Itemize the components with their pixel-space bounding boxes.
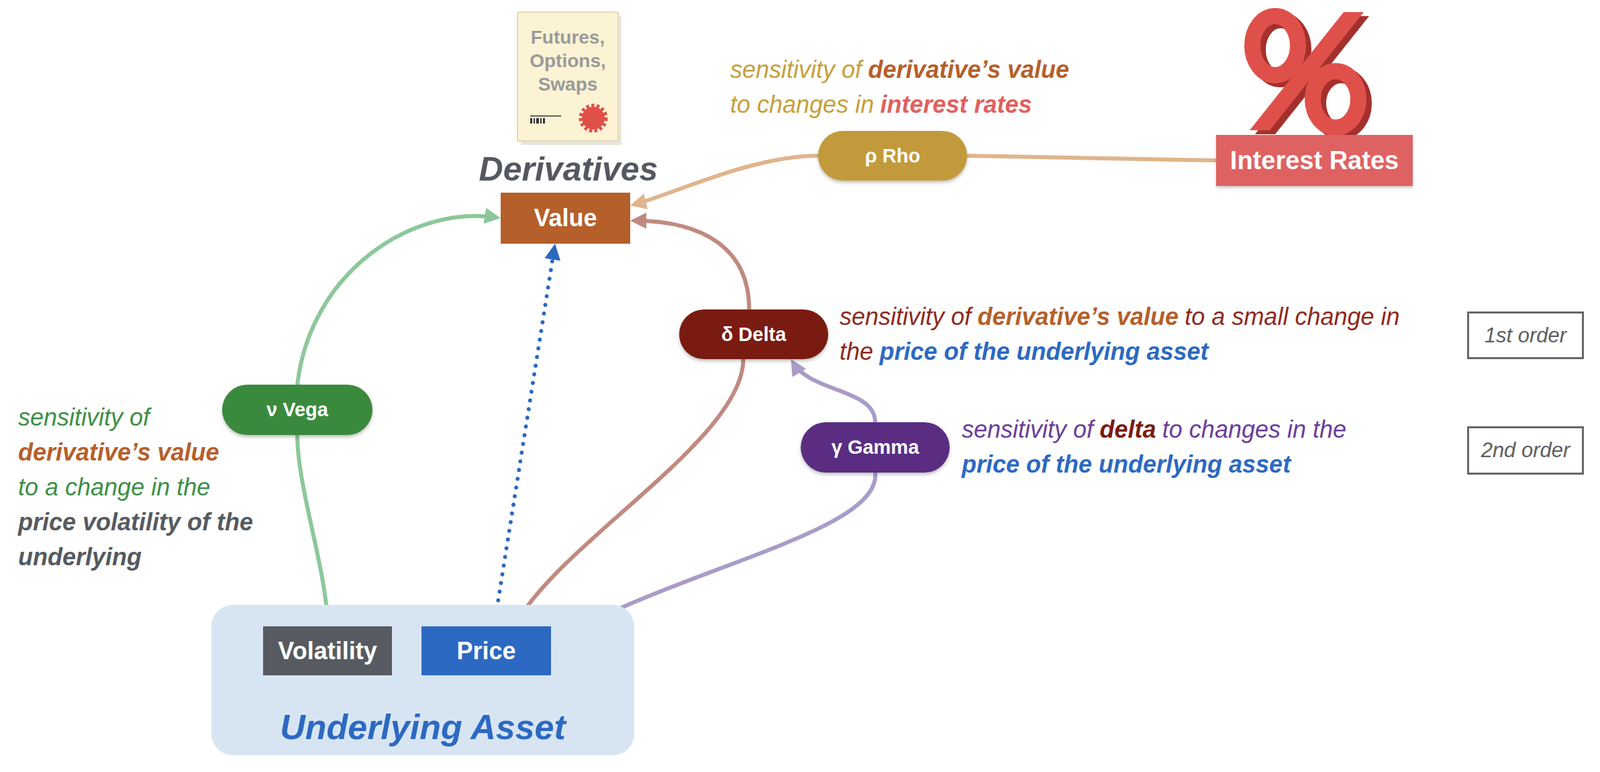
description-text: sensitivity of [961,415,1094,443]
barcode-bar [530,118,533,124]
description-block: sensitivity ofderivative’s valueto chang… [730,52,1200,123]
percent-icon [1249,12,1364,131]
barcode-bar [533,118,535,124]
description-text: to changes in the [1162,415,1347,443]
pill-label: ρ Rho [865,144,921,168]
order-label: 1st order [1484,323,1567,348]
description-emphasis: price of the underlying asset [961,450,1291,478]
description-text: sensitivity of [730,55,862,84]
document-text: Futures, Options, Swaps [517,25,619,96]
volatility-box: Volatility [263,626,392,676]
percent-ring [1312,71,1359,128]
description-line: sensitivity ofdeltato changes in the [961,412,1462,447]
description-line: sensitivity of [18,400,287,435]
diagram-heading: Derivatives [479,150,659,188]
interest-rates-box: Interest Rates [1216,134,1413,186]
order-tag: 2nd order [1467,426,1584,475]
barcode-bar [542,118,545,124]
contract-paper [517,12,619,141]
greek-pill: ρ Rho [818,130,968,181]
dotted-connector [493,247,555,627]
box-label: Value [533,204,597,233]
order-tag: 1st order [1467,311,1584,360]
connector [634,220,749,310]
description-block: sensitivity of derivative’s value to a cha… [18,400,287,575]
price-box: Price [421,626,552,676]
description-emphasis: price volatility of the underlying [18,508,254,571]
description-emphasis: interest rates [880,90,1033,119]
description-line: Derivatives [434,148,703,190]
connector [297,434,328,627]
barcode-bar [540,118,542,124]
description-line: to changes ininterest rates [730,87,1200,123]
connector [967,155,1217,161]
connector [793,362,876,423]
underlying-asset-band: Underlying Asset Volatility Price [211,604,635,756]
seal-mark [581,106,605,130]
percent-ring [1252,16,1298,76]
description-line: price volatility of the underlying [18,504,287,575]
description-block: sensitivity ofderivative’s valueto a sma… [839,299,1454,370]
barcode-mark [530,115,562,124]
barcode-bar [536,118,539,124]
value-box: Value [500,192,631,244]
description-line: sensitivity ofderivative’s valueto a sma… [839,299,1454,370]
description-text: to changes in [730,90,874,119]
pill-label: ν Vega [266,398,329,421]
connector [514,359,744,627]
contract-document: Futures, Options, Swaps [517,12,619,141]
pill-label: γ Gamma [831,436,920,459]
description-line: sensitivity ofderivative’s value [730,52,1200,88]
band-heading: Underlying Asset [211,706,635,747]
description-line: derivative’s value [18,434,287,470]
description-emphasis: delta [1099,415,1156,443]
signature-line [530,115,562,117]
box-label: Volatility [277,636,377,666]
description-block: Derivatives [434,148,703,190]
description-line: to a change in the [18,469,287,505]
description-text: sensitivity of [839,302,972,331]
description-emphasis: price of the underlying asset [879,337,1209,366]
description-emphasis: derivative’s value [977,302,1179,331]
description-text: sensitivity of [18,403,150,431]
description-line: price of the underlying asset [961,446,1462,482]
description-emphasis: derivative’s value [18,438,220,466]
pill-label: δ Delta [721,323,787,346]
box-label: Interest Rates [1230,146,1399,176]
greek-pill: δ Delta [679,309,829,360]
description-emphasis: derivative’s value [867,55,1070,84]
description-text: to a change in the [18,473,211,501]
greek-pill: γ Gamma [800,422,950,473]
box-label: Price [456,636,516,666]
connector [634,155,819,205]
greek-pill: ν Vega [222,384,373,435]
order-label: 2nd order [1481,438,1571,463]
connector [297,216,497,385]
percent-slash [1249,12,1364,131]
description-block: sensitivity ofdeltato changes in the pric… [961,412,1462,482]
